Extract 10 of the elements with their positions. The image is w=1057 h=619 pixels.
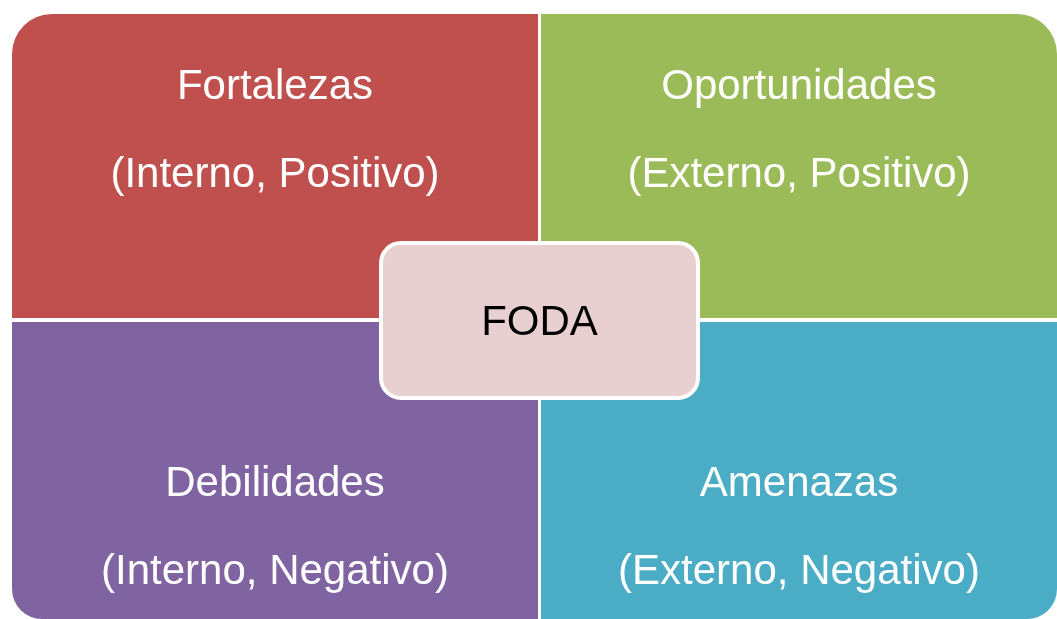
- quadrant-title: Amenazas: [699, 461, 899, 503]
- center-label: FODA: [481, 299, 598, 342]
- quadrant-subtitle: (Interno, Positivo): [110, 152, 440, 194]
- quadrant-subtitle: (Externo, Negativo): [618, 549, 980, 591]
- quadrant-subtitle: (Interno, Negativo): [101, 549, 449, 591]
- quadrant-title: Debilidades: [165, 461, 385, 503]
- quadrant-subtitle: (Externo, Positivo): [627, 152, 971, 194]
- quadrant-title: Fortalezas: [176, 64, 374, 106]
- center-box: [379, 241, 700, 400]
- quadrant-title: Oportunidades: [661, 64, 937, 106]
